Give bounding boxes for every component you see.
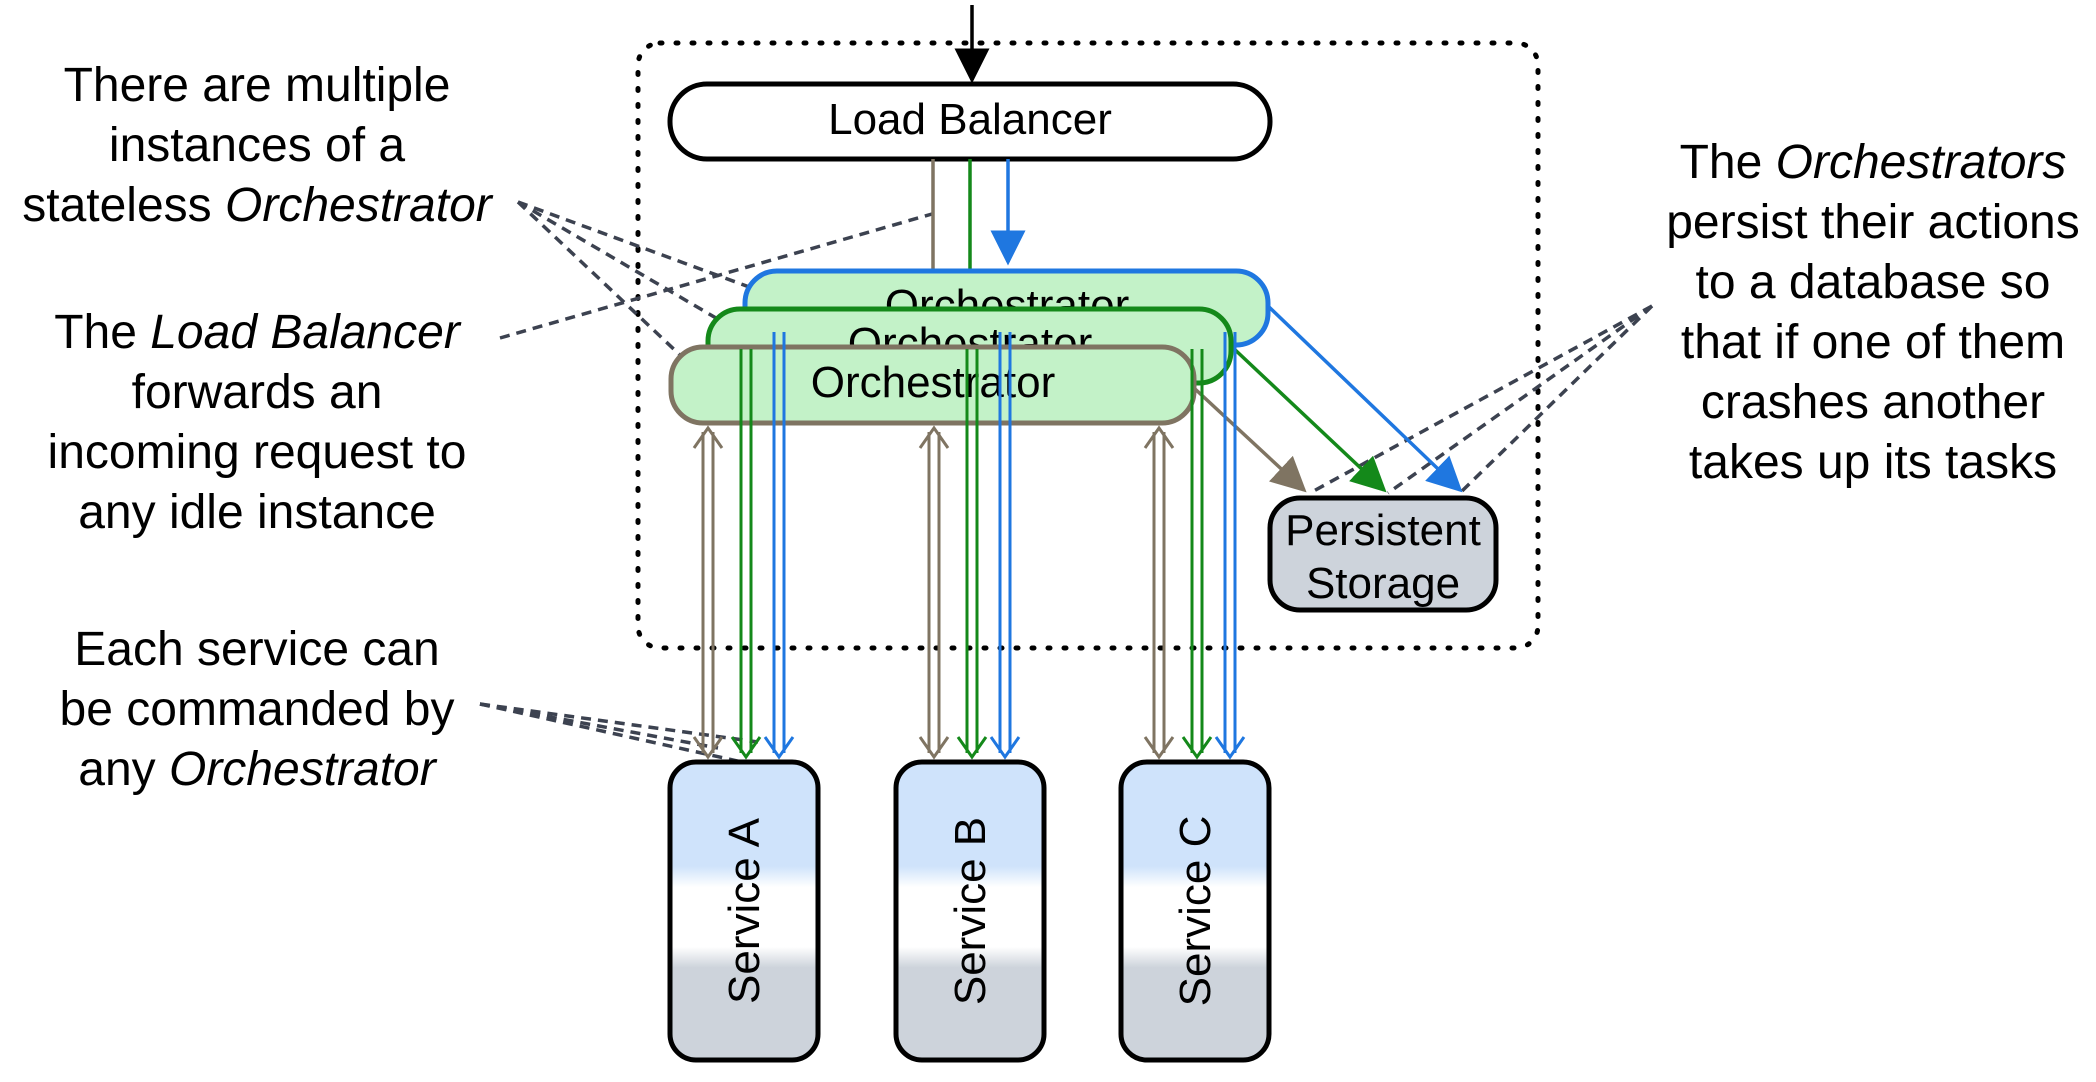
service-c-label: Service C (1171, 816, 1220, 1007)
note-service-line3: any Orchestrator (78, 743, 437, 796)
note-each-service: Each service can be commanded by any Orc… (60, 623, 455, 796)
orchestrator-node-front[interactable]: Orchestrator (668, 344, 1197, 426)
load-balancer-label: Load Balancer (828, 95, 1112, 144)
connector-brown-service-a-head-down (692, 736, 724, 760)
connector-blue-service-b-head-down (989, 736, 1021, 760)
connector-green-service-a-head-down (730, 736, 762, 760)
service-a-node[interactable]: Service A (667, 759, 821, 1063)
connector-brown-service-c (1143, 425, 1175, 760)
note-persist-line5: crashes another (1701, 376, 2045, 429)
orchestrator-to-storage-brown-arrow (1192, 386, 1307, 493)
orchestrator-to-storage-blue-arrow (1266, 304, 1463, 493)
persistent-storage-node[interactable]: Persistent Storage (1267, 495, 1499, 613)
note-lb-line1: The Load Balancer (54, 306, 462, 359)
connector-brown-service-a (692, 425, 724, 760)
note-persist-line1: The Orchestrators (1680, 136, 2067, 189)
connector-brown-service-b-head-down (918, 736, 950, 760)
note-lb-line3: incoming request to (48, 426, 467, 479)
service-a-label: Service A (720, 817, 769, 1004)
note-multiple-instances: There are multiple instances of a statel… (22, 59, 494, 232)
note-multiple-line2: instances of a (109, 119, 405, 172)
connector-green-service-b-head-down (956, 736, 988, 760)
connector-brown-service-c-head-up (1143, 425, 1175, 449)
note-service-line2: be commanded by (60, 683, 455, 736)
connector-green-service-c-head-down (1181, 736, 1213, 760)
note-persist-line6: takes up its tasks (1689, 436, 2057, 489)
note-lb-line2: forwards an (132, 366, 383, 419)
storage-label-line1: Persistent (1285, 506, 1481, 555)
service-connectors (692, 332, 1246, 760)
storage-label-line2: Storage (1306, 559, 1460, 608)
note-load-balancer: The Load Balancer forwards an incoming r… (48, 306, 467, 539)
service-b-label: Service B (946, 817, 995, 1005)
system-boundary (635, 40, 1541, 651)
connector-brown-service-b-head-up (918, 425, 950, 449)
note-persist-line3: to a database so (1696, 256, 2051, 309)
note-persist-line2: persist their actions (1666, 196, 2080, 249)
connector-blue-service-a-head-down (763, 736, 795, 760)
connector-green-service-b (956, 349, 988, 760)
note-service-line1: Each service can (74, 623, 440, 676)
connector-brown-service-b (918, 425, 950, 760)
service-c-node[interactable]: Service C (1118, 759, 1272, 1063)
connector-brown-service-a-head-up (692, 425, 724, 449)
note-multiple-line1: There are multiple (64, 59, 451, 112)
note-persist-actions: The Orchestrators persist their actions … (1666, 136, 2080, 489)
connector-blue-service-c-head-down (1214, 736, 1246, 760)
load-balancer-node[interactable]: Load Balancer (667, 81, 1273, 162)
note-lb-line4: any idle instance (78, 486, 436, 539)
service-b-node[interactable]: Service B (893, 759, 1047, 1063)
connector-blue-service-b (989, 332, 1021, 760)
orchestrator-front-label: Orchestrator (811, 358, 1056, 407)
connector-blue-service-c (1214, 332, 1246, 760)
connector-blue-service-a (763, 332, 795, 760)
orchestrator-to-storage-green-arrow (1229, 344, 1387, 493)
note-persist-line4: that if one of them (1681, 316, 2065, 369)
connector-green-service-a (730, 349, 762, 760)
annotation-pointers (479, 200, 1654, 764)
connector-green-service-c (1181, 349, 1213, 760)
note-multiple-line3: stateless Orchestrator (22, 179, 494, 232)
connector-brown-service-c-head-down (1143, 736, 1175, 760)
